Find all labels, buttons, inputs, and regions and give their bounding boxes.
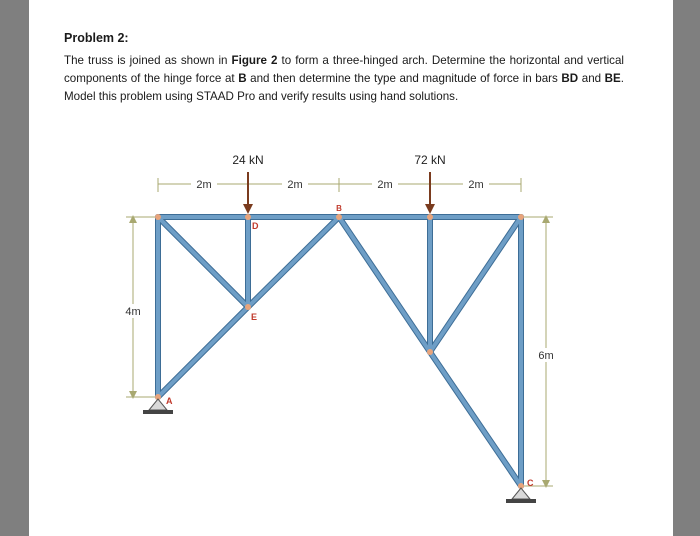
member-diagonal-right-top xyxy=(428,215,523,354)
joints xyxy=(155,214,524,489)
height-label-left: 4m xyxy=(125,306,140,318)
node-label-a: A xyxy=(166,396,173,406)
joint-c xyxy=(518,483,524,489)
node-label-b: B xyxy=(336,204,342,213)
height-label-right: 6m xyxy=(538,350,553,362)
member-be xyxy=(246,215,341,309)
statement-segment: BD xyxy=(561,71,579,85)
load-label-right: 72 kN xyxy=(414,153,445,167)
spacing-label-3: 2m xyxy=(377,179,392,191)
statement-segment: The truss is joined as shown in xyxy=(64,54,232,67)
joint-d xyxy=(245,214,251,220)
joint-b xyxy=(336,214,342,220)
joint-a xyxy=(155,394,161,400)
member-diagonal-right-bottom xyxy=(428,350,523,488)
load-arrow-right-icon xyxy=(425,172,435,214)
load-label-left: 24 kN xyxy=(232,153,263,167)
spacing-label-4: 2m xyxy=(468,179,483,191)
member-ae xyxy=(156,305,250,399)
load-arrow-left-icon xyxy=(243,172,253,214)
member-b-lower-right xyxy=(337,215,432,354)
joint-e xyxy=(245,304,251,310)
joint-top-right xyxy=(518,214,524,220)
node-label-e: E xyxy=(251,312,257,322)
statement-segment: to form a three-hinged arch. Determine t… xyxy=(64,54,624,85)
statement-segment: and xyxy=(578,71,605,85)
problem-heading: Problem 2: xyxy=(64,31,129,45)
member-diagonal-left-top xyxy=(156,215,250,309)
support-c-icon xyxy=(506,487,536,503)
statement-segment: B xyxy=(238,71,247,85)
node-label-c: C xyxy=(527,478,534,488)
statement-segment: BE xyxy=(604,71,621,85)
statement-segment: and then determine the type and magnitud… xyxy=(246,71,562,85)
problem-statement: The truss is joined as shown in Figure 2… xyxy=(64,52,624,105)
joint-lower-right xyxy=(427,349,433,355)
node-label-d: D xyxy=(252,221,259,231)
spacing-label-1: 2m xyxy=(196,179,211,191)
joint-top-right-load xyxy=(427,214,433,220)
document-page xyxy=(29,0,673,536)
joint-top-left xyxy=(155,214,161,220)
statement-segment: . Model this problem using STAAD Pro and… xyxy=(64,71,625,103)
truss-members xyxy=(155,214,524,489)
support-a-icon xyxy=(143,398,173,414)
statement-segment: Figure 2 xyxy=(231,54,278,67)
spacing-label-2: 2m xyxy=(287,179,302,191)
